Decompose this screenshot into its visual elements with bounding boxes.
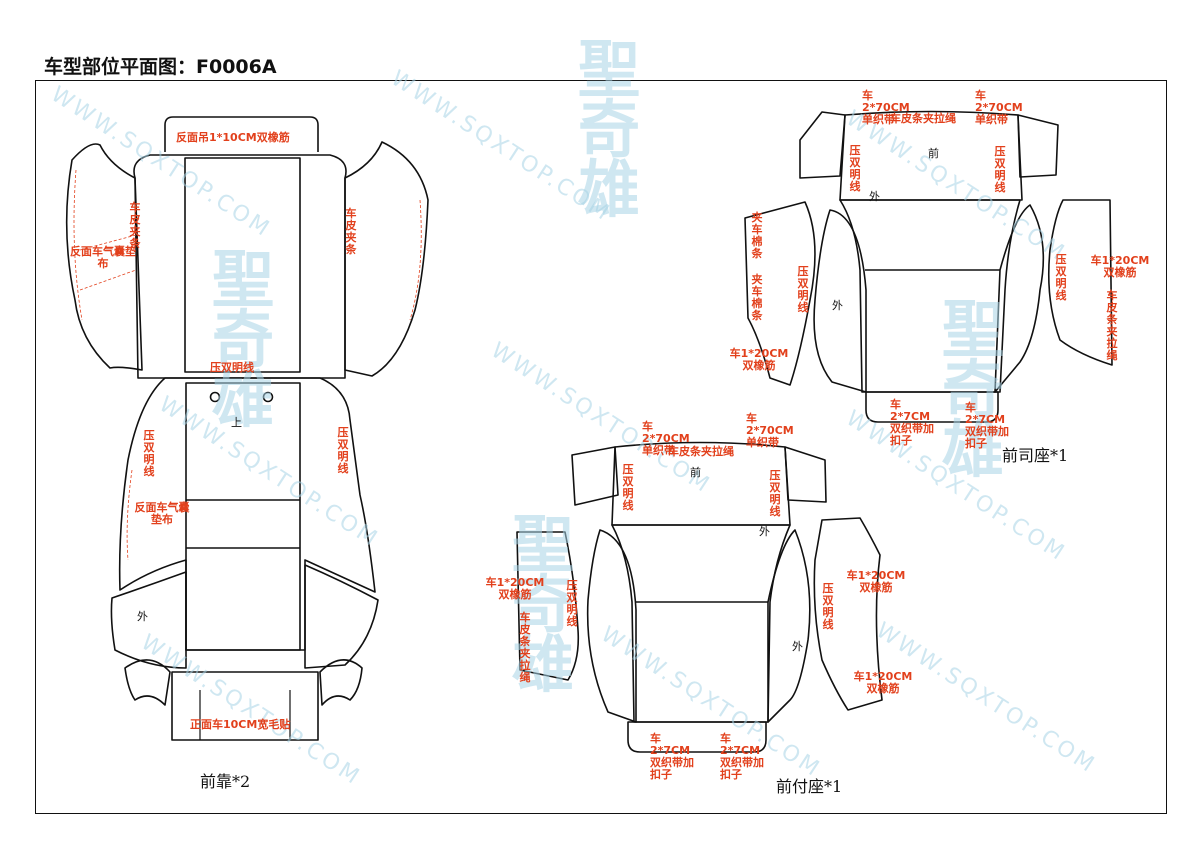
driver-press-side: 压双明线	[797, 265, 809, 314]
passenger-right-side	[813, 517, 883, 711]
passenger-seat-caption: 前付座*1	[776, 777, 843, 796]
driver-strap-bottom-left: 车2*7CM双织带加扣子	[890, 398, 934, 447]
passenger-top-band-note: 车皮条夹拉绳	[668, 445, 734, 458]
driver-top-left-flap	[799, 111, 846, 179]
backrest-left-foot	[124, 659, 171, 706]
driver-top-band	[839, 110, 1023, 201]
backrest-left-wing	[65, 143, 143, 371]
driver-rubber-left: 车1*20CM双橡筋	[729, 347, 789, 372]
driver-top-left-note: 车2*70CM单织带	[862, 89, 910, 126]
driver-clip-2: 夹车棉条	[751, 273, 763, 322]
passenger-top-right-flap	[784, 446, 827, 503]
backrest-top-tab	[164, 116, 319, 152]
driver-seat-pattern	[744, 110, 1113, 423]
backrest-pattern	[65, 116, 429, 741]
driver-press-left: 压双明线	[849, 144, 861, 193]
driver-top-right-note: 车2*70CM单织带	[975, 89, 1023, 126]
backrest-right-foot	[319, 659, 363, 706]
backrest-press-left: 压双明线	[143, 429, 155, 478]
driver-seat-caption: 前司座*1	[1002, 446, 1069, 465]
backrest-airbag-top-note: 反面车气囊垫布	[70, 245, 136, 270]
driver-bottom-band	[865, 391, 999, 423]
driver-press-right-panel: 压双明线	[1055, 253, 1067, 302]
backrest-inner-panel	[184, 157, 301, 373]
passenger-press-right-panel: 压双明线	[822, 582, 834, 631]
driver-left-bolster	[813, 209, 867, 393]
driver-strap-bottom-right: 车2*7CM双织带加扣子	[965, 401, 1009, 450]
driver-top-right-flap	[1017, 114, 1059, 178]
passenger-press-left: 压双明线	[622, 463, 634, 512]
backrest-middle-panel	[118, 377, 376, 651]
backrest-press-line-mid: 压双明线	[210, 361, 254, 374]
driver-right-side	[1048, 199, 1113, 366]
passenger-top-right-note: 车2*70CM单织带	[746, 412, 794, 449]
watermark-logo: 聖奇雄	[512, 508, 575, 701]
passenger-top-left-flap	[571, 446, 619, 506]
backrest-side-right-note: 车皮夹条	[345, 207, 357, 256]
backrest-airbag-bottom-note: 反面车气囊垫布	[134, 501, 190, 526]
backrest-bottom-band-note: 正面车10CM宽毛贴	[190, 718, 291, 731]
backrest-right-flap	[304, 564, 379, 669]
passenger-strap-bottom-left: 车2*7CM双织带加扣子	[650, 732, 694, 781]
driver-rubber-right: 车1*20CM双橡筋	[1090, 254, 1150, 279]
backrest-outer-label: 外	[137, 610, 148, 623]
passenger-strap-bottom-right: 车2*7CM双织带加扣子	[720, 732, 764, 781]
backrest-hole-right	[262, 391, 274, 403]
passenger-top-band	[611, 441, 791, 526]
backrest-caption: 前靠*2	[200, 772, 251, 791]
backrest-left-flap	[110, 571, 187, 669]
driver-center-panel	[839, 199, 1021, 393]
driver-press-right: 压双明线	[994, 145, 1006, 194]
driver-outer-top: 外	[869, 190, 880, 203]
backrest-up-label: 上	[231, 416, 242, 429]
driver-right-bolster	[994, 204, 1045, 393]
backrest-center-strip	[185, 382, 301, 651]
passenger-press-right: 压双明线	[769, 469, 781, 518]
passenger-right-bolster	[767, 529, 811, 723]
passenger-leather-left: 车皮条夹拉绳	[519, 611, 531, 684]
passenger-top-left-note: 车2*70CM单织带	[642, 420, 690, 457]
backrest-side-left-note: 车皮夹条	[129, 201, 141, 250]
passenger-front-label: 前	[690, 466, 701, 479]
passenger-press-side: 压双明线	[566, 579, 578, 628]
backrest-top-band-note: 反面吊1*10CM双橡筋	[176, 131, 290, 144]
backrest-bottom-band	[171, 671, 319, 741]
driver-front-label: 前	[928, 147, 939, 160]
driver-top-band-note: 车皮条夹拉绳	[890, 112, 956, 125]
drawing-frame	[35, 80, 1167, 814]
passenger-outer-side: 外	[792, 640, 803, 653]
driver-clip-1: 夹车棉条	[751, 211, 763, 260]
passenger-rubber-left: 车1*20CM双橡筋	[485, 576, 545, 601]
backrest-right-wing	[344, 141, 429, 377]
driver-left-side	[744, 201, 816, 386]
passenger-left-side	[516, 531, 580, 681]
passenger-outer-top: 外	[759, 525, 770, 538]
backrest-hole-left	[209, 391, 221, 403]
passenger-rubber-right-top: 车1*20CM双橡筋	[846, 569, 906, 594]
passenger-seat-pattern	[516, 441, 883, 753]
passenger-left-bolster	[586, 529, 637, 723]
watermark-logo: 聖奇雄	[942, 293, 1005, 486]
passenger-rubber-right-bottom: 车1*20CM双橡筋	[853, 670, 913, 695]
watermark-logo: 聖奇雄	[578, 33, 641, 226]
backrest-press-right: 压双明线	[337, 426, 349, 475]
watermark-logo: 聖奇雄	[212, 243, 275, 436]
page-title: 车型部位平面图：F0006A	[44, 56, 277, 78]
driver-outer-side: 外	[832, 299, 843, 312]
passenger-bottom-band	[627, 721, 767, 753]
driver-leather-right: 车皮条夹拉绳	[1106, 289, 1118, 362]
